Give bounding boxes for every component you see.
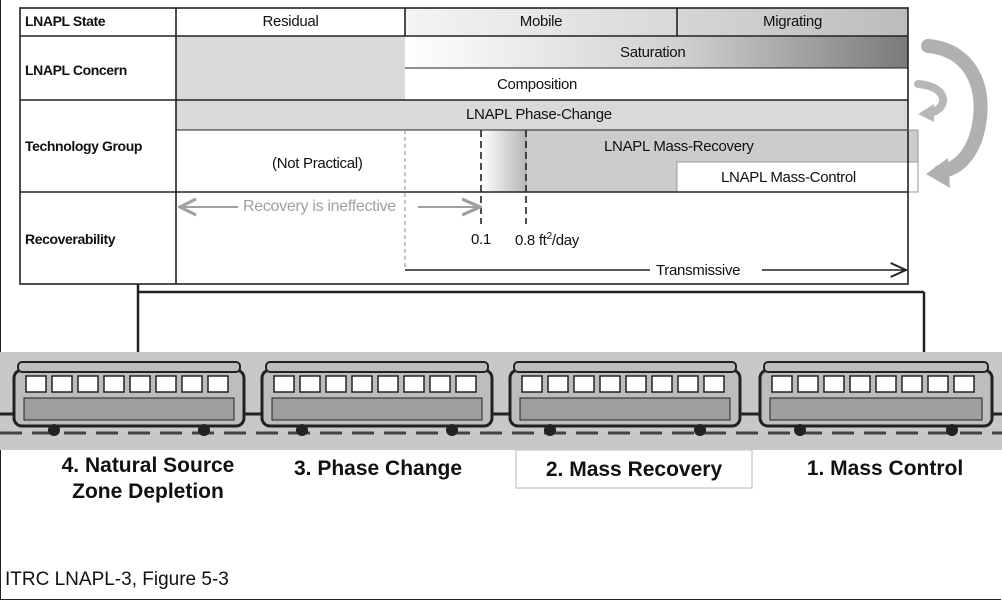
car3-label: 3. Phase Change	[293, 457, 463, 480]
not-practical-area	[176, 130, 481, 192]
concern-composition-label: Composition	[497, 76, 578, 93]
state-migrating-cell	[677, 8, 908, 36]
value-low-label: 0.1	[471, 231, 491, 248]
figure-caption: ITRC LNAPL-3, Figure 5-3	[5, 569, 229, 590]
table-grid	[19, 7, 909, 285]
value-high-exponent: 2	[546, 231, 553, 242]
curved-arrow-large-head	[926, 158, 950, 188]
state-mobile-cell	[405, 8, 677, 36]
value-high-label: 0.8 ft2/day	[515, 231, 579, 249]
row-header-recoverability: Recoverability	[25, 231, 116, 247]
tech-phase-change-label: LNAPL Phase-Change	[466, 106, 612, 123]
railcar-4	[12, 361, 246, 436]
recovery-ineffective-label: Recovery is ineffective	[243, 198, 396, 215]
tech-mass-control-label: LNAPL Mass-Control	[721, 169, 856, 186]
row-header-lnapl-state: LNAPL State	[25, 13, 106, 29]
curved-arrow-small	[914, 80, 948, 117]
state-mobile-label: Mobile	[519, 13, 563, 30]
concern-residual-block	[176, 36, 405, 100]
railcar-1	[758, 361, 994, 436]
row-header-lnapl-concern: LNAPL Concern	[25, 62, 127, 78]
car2-label: 2. Mass Recovery	[545, 458, 723, 481]
state-residual-label: Residual	[262, 13, 319, 30]
tech-mass-recovery-label: LNAPL Mass-Recovery	[604, 138, 754, 155]
state-migrating-label: Migrating	[763, 13, 822, 30]
curved-arrow-small-head	[918, 104, 934, 122]
transmissive-label: Transmissive	[656, 262, 741, 279]
mass-recovery-bar	[527, 130, 918, 162]
mass-recovery-label-box	[515, 449, 753, 489]
row-header-technology-group: Technology Group	[25, 138, 143, 154]
composition-bar	[405, 68, 908, 100]
mass-recovery-gradient	[481, 130, 527, 192]
value-high-number: 0.8 ft	[515, 232, 547, 249]
railcar-3	[260, 361, 494, 436]
car1-label: 1. Mass Control	[806, 457, 964, 480]
value-high-unit: /day	[551, 232, 579, 249]
concern-saturation-label: Saturation	[620, 44, 686, 61]
car4-label: 4. Natural Source Zone Depletion	[61, 454, 235, 503]
curved-arrow-large	[921, 39, 988, 179]
phase-change-bar	[176, 100, 908, 130]
tech-not-practical-label: (Not Practical)	[272, 155, 363, 172]
railcar-2	[508, 361, 742, 436]
state-residual-cell	[176, 8, 405, 36]
connector-lines	[136, 284, 926, 352]
saturation-bar	[405, 36, 908, 68]
